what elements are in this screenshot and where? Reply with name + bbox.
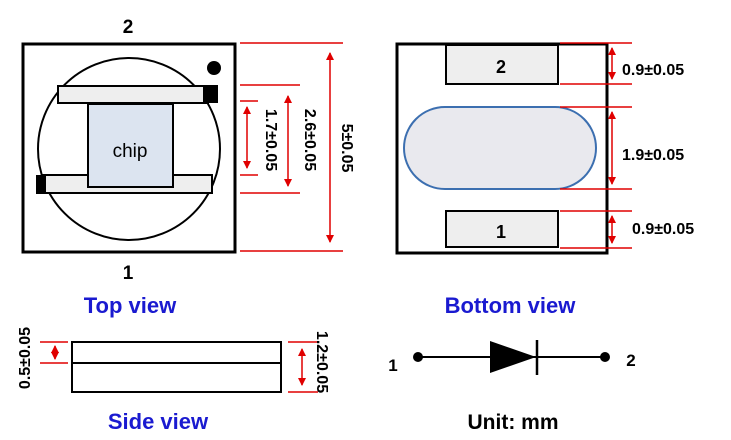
top-view-title: Top view [84,293,177,318]
pad-2-label: 2 [496,57,506,77]
bottom-view-title: Bottom view [445,293,577,318]
side-outline [71,341,282,393]
diode-pin-1: 1 [388,356,397,375]
dim-pad-2: 0.9±0.05 [622,62,684,79]
upper-lead [57,85,209,104]
dim-2-6: 2.6±0.05 [301,109,318,171]
top-dimensions: 5±0.05 2.6±0.05 1.7±0.05 [240,42,355,252]
polarity-dot-icon [207,61,221,75]
dim-total-height: 1.2±0.05 [313,331,330,393]
pad-1-label: 1 [496,222,506,242]
pad-1 [445,210,559,248]
top-pin-2-label: 2 [123,17,134,38]
lower-tab [36,175,46,194]
dim-5: 5±0.05 [338,124,355,173]
thermal-pad [403,106,597,190]
dim-thermal-pad: 1.9±0.05 [622,147,684,164]
dim-1-7: 1.7±0.05 [262,109,279,171]
pad-2 [445,44,559,85]
dim-pad-1: 0.9±0.05 [632,221,694,238]
unit-label: Unit: mm [468,411,559,434]
diode-pin-2: 2 [626,351,635,370]
side-view: 0.5±0.05 1.2±0.05 Side view [17,327,330,434]
bottom-dimensions: 0.9±0.05 1.9±0.05 0.9±0.05 [560,42,694,249]
top-pin-1-label: 1 [123,263,134,284]
dim-lens-height: 0.5±0.05 [17,327,34,389]
chip-label: chip [113,141,148,162]
side-view-title: Side view [108,409,209,434]
upper-tab [203,85,218,103]
bottom-view: 2 1 0.9±0.05 1.9±0.05 0.9±0.05 Bottom vi… [395,42,694,318]
chip [87,103,174,188]
diode-anode-triangle-icon [490,341,536,373]
diode-symbol: 1 2 [388,340,636,375]
top-view: 2 chip 1 5±0.05 2.6±0.05 1.7±0.05 Top vi… [21,17,355,318]
